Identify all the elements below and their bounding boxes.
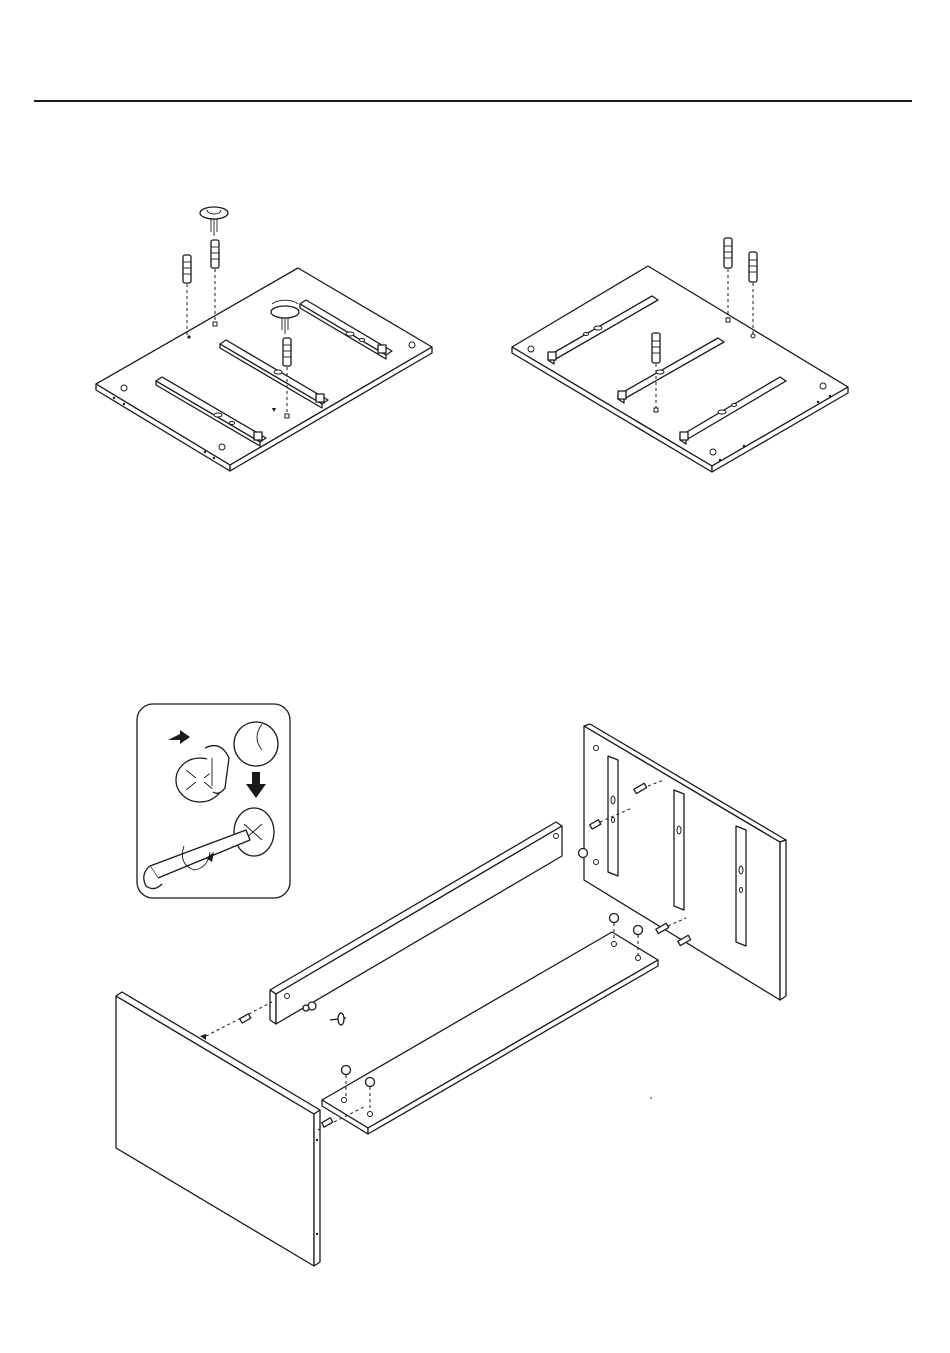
cam-dowel-screw <box>211 240 219 326</box>
side-panel <box>116 992 320 1266</box>
step-b-illustration <box>512 238 848 472</box>
cam-lock-detail-callout <box>137 704 290 898</box>
drawer-slide-rail <box>736 826 746 946</box>
step-a-illustration <box>96 207 432 471</box>
cam-dowel-screw <box>183 255 191 339</box>
screwdriver-icon <box>200 207 228 236</box>
drawer-slide-rail <box>674 790 684 910</box>
cam-dowel-screw <box>724 238 732 322</box>
cam-dowel-screw <box>749 252 757 338</box>
panel-hole-detail <box>234 722 278 766</box>
panel-right-top <box>512 266 848 472</box>
